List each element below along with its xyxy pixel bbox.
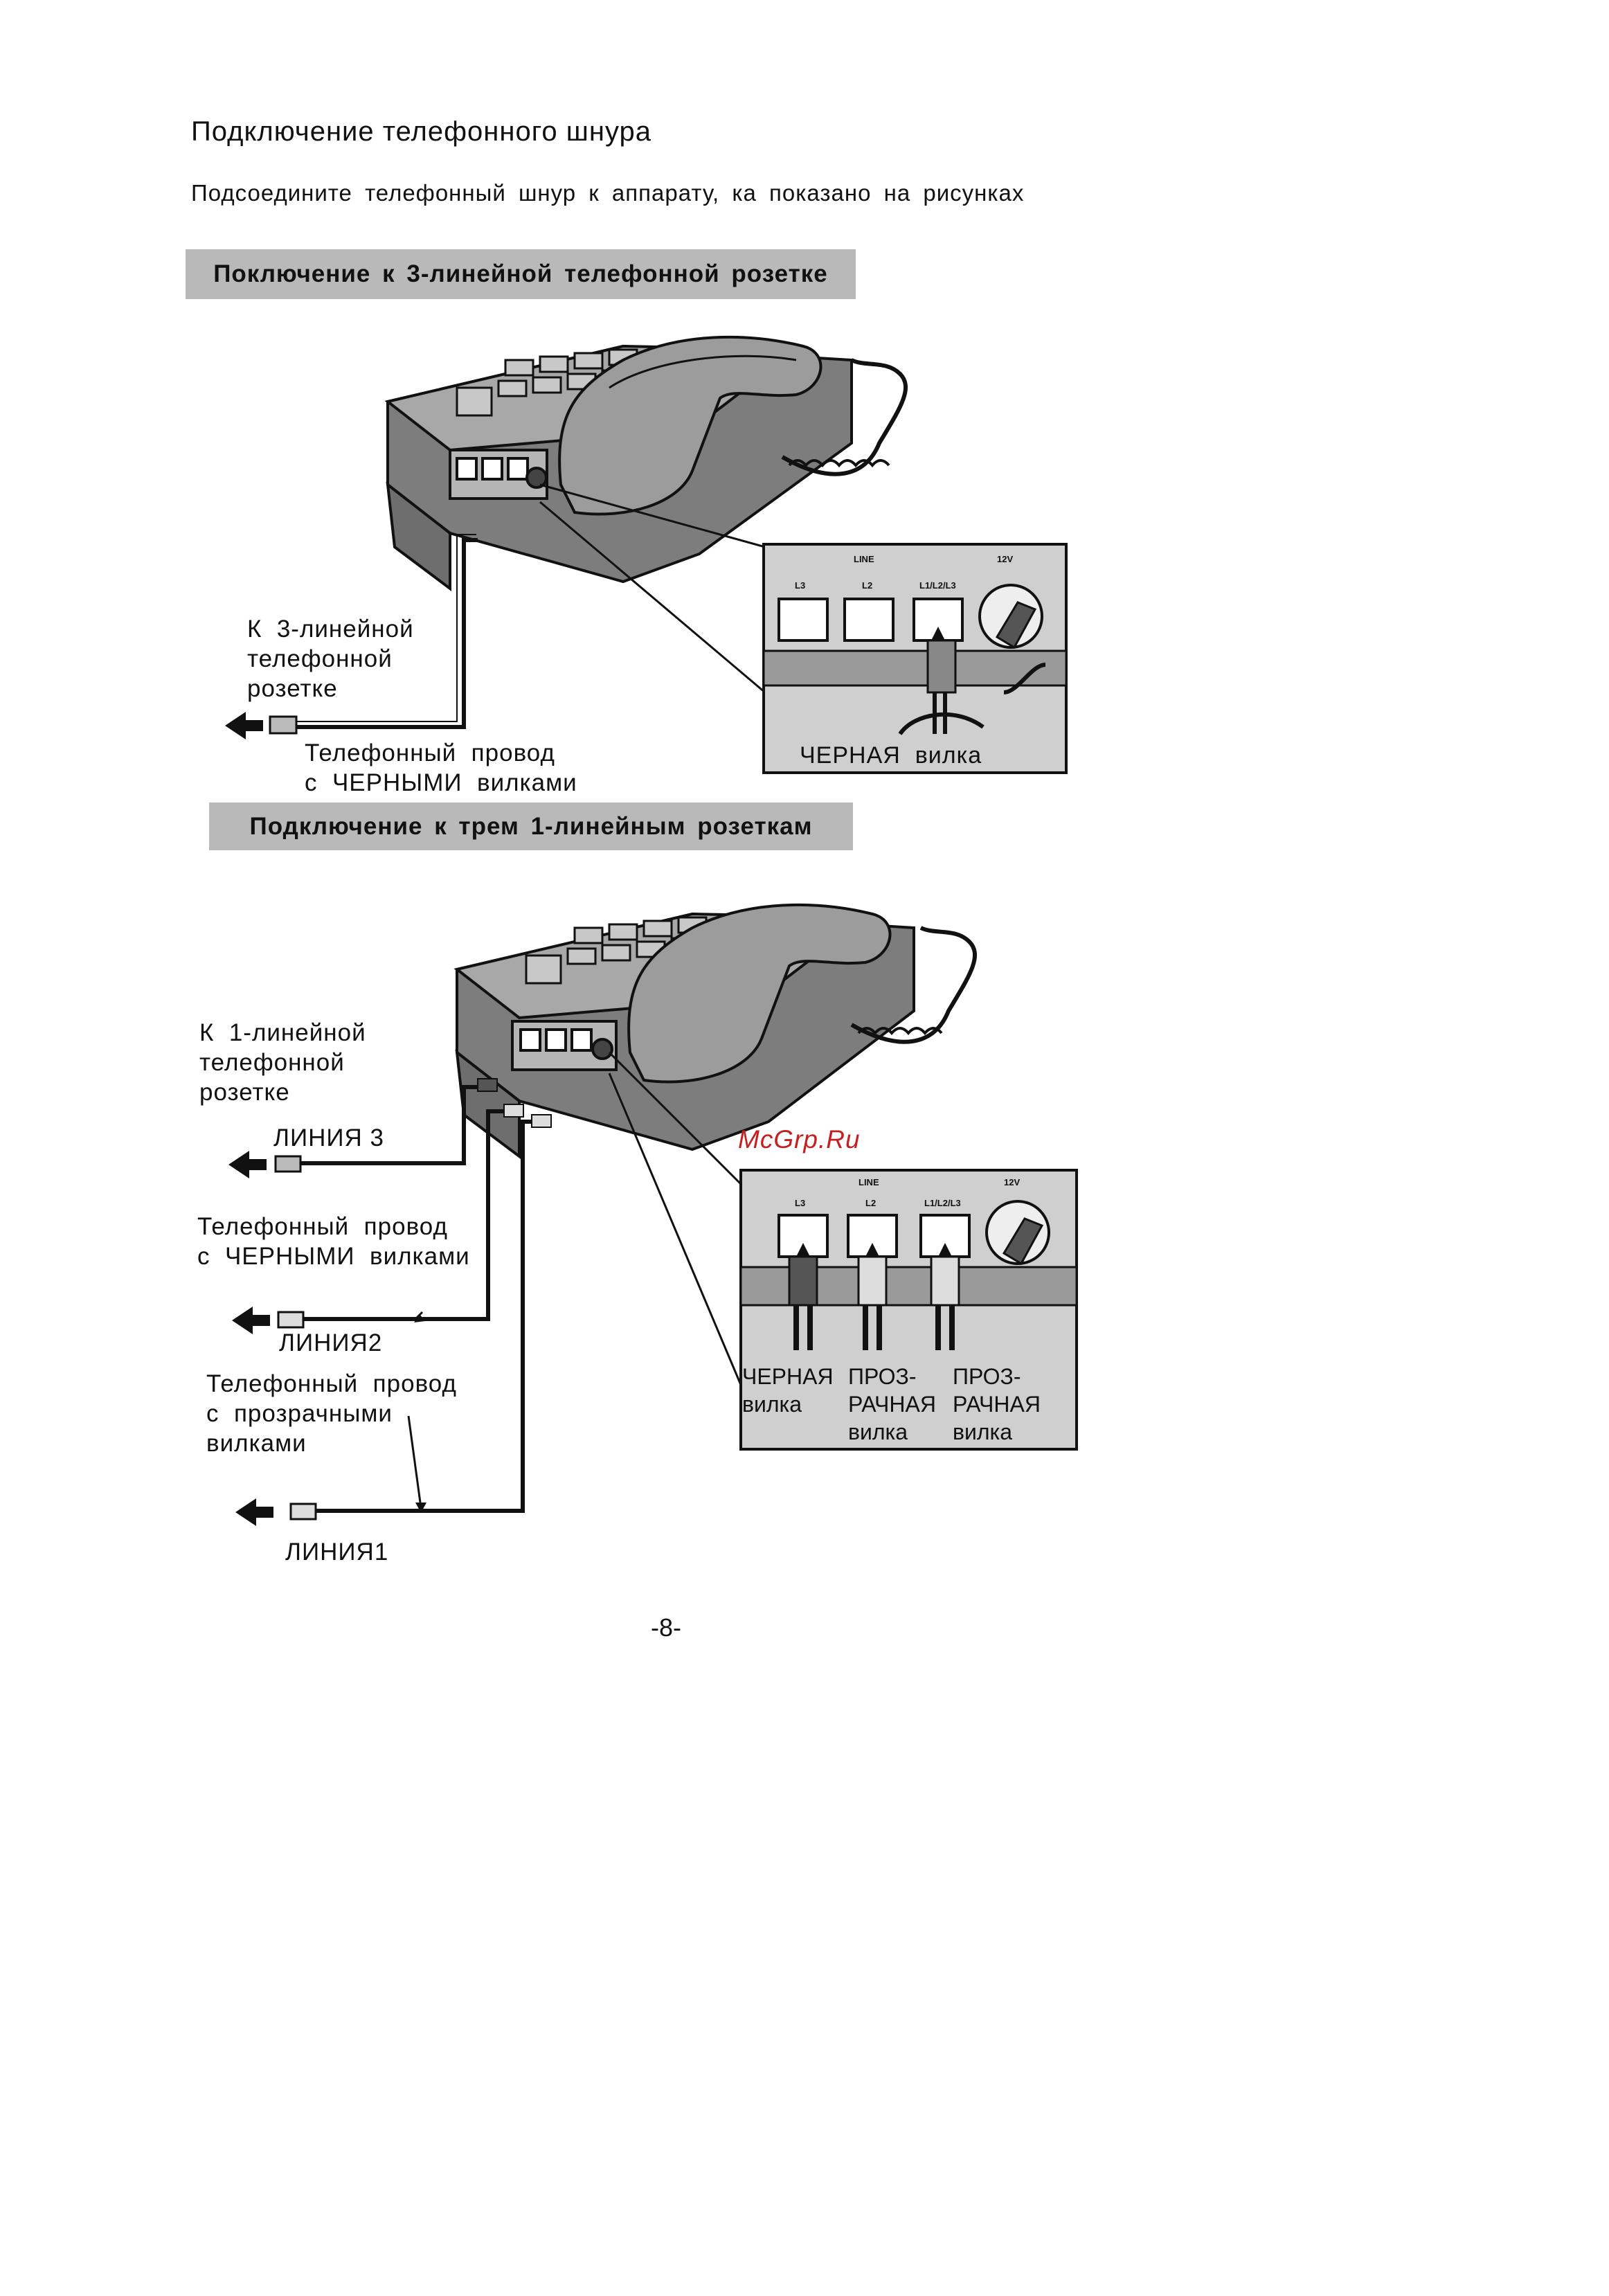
panel2-l2-label: L2	[865, 1198, 877, 1208]
fig2-line3-label: ЛИНИЯ 3	[273, 1124, 385, 1151]
section2-heading: Подключение к трем 1-линейным розеткам	[209, 802, 853, 850]
plug-end-icon	[269, 715, 298, 735]
fig2-plug-clear1-label: ПРОЗ- РАЧНАЯ вилка	[848, 1364, 936, 1444]
fig1-socket-label: К 3-линейной телефонной розетке	[247, 616, 414, 702]
section1-heading: Поключение к 3-линейной телефонной розет…	[186, 249, 856, 299]
panel2-l3-label: L3	[795, 1198, 806, 1208]
rear-panel-1	[762, 543, 1068, 774]
fig2-socket-label: К 1-линейной телефонной розетке	[199, 1019, 366, 1106]
plug-end-icon	[277, 1311, 305, 1329]
panel2-l123-label: L1/L2/L3	[924, 1198, 961, 1208]
arrow-left-icon	[232, 1307, 270, 1334]
plug-end-icon	[289, 1503, 317, 1521]
panel1-power-label: 12V	[997, 554, 1014, 564]
fig2-clear-cord-label: Телефонный провод с прозрачными вилками	[206, 1370, 457, 1457]
fig2-line1-label: ЛИНИЯ1	[285, 1539, 389, 1566]
arrow-left-icon	[225, 712, 263, 739]
page-title: Подключение телефонного шнура	[191, 116, 651, 147]
arrow-left-icon	[228, 1151, 267, 1178]
intro-text: Подсоедините телефонный шнур к аппарату,…	[191, 180, 1025, 206]
fig1-plug-label: ЧЕРНАЯ вилка	[800, 742, 982, 769]
rear-panel-2	[739, 1169, 1078, 1451]
fig2-line2-label: ЛИНИЯ2	[279, 1329, 383, 1356]
fig2-plug-clear2-label: ПРОЗ- РАЧНАЯ вилка	[953, 1364, 1041, 1444]
plug-end-icon	[274, 1155, 302, 1173]
fig2-plug-black-label: ЧЕРНАЯ вилка	[742, 1364, 834, 1417]
telephone-illustration-2	[453, 903, 977, 1159]
panel1-l123-label: L1/L2/L3	[919, 580, 956, 591]
panel1-l3-label: L3	[795, 580, 806, 591]
telephone-illustration-1	[384, 335, 908, 591]
panel2-power-label: 12V	[1004, 1177, 1021, 1187]
watermark: McGrp.Ru	[738, 1125, 861, 1154]
fig1-cord-label: Телефонный провод с ЧЕРНЫМИ вилками	[305, 739, 577, 796]
panel1-line-label: LINE	[854, 554, 874, 564]
arrow-left-icon	[235, 1498, 273, 1526]
page-number: -8-	[651, 1613, 681, 1642]
panel2-line-label: LINE	[859, 1177, 879, 1187]
fig2-black-cord-label: Телефонный провод с ЧЕРНЫМИ вилками	[197, 1213, 470, 1270]
panel1-l2-label: L2	[862, 580, 873, 591]
